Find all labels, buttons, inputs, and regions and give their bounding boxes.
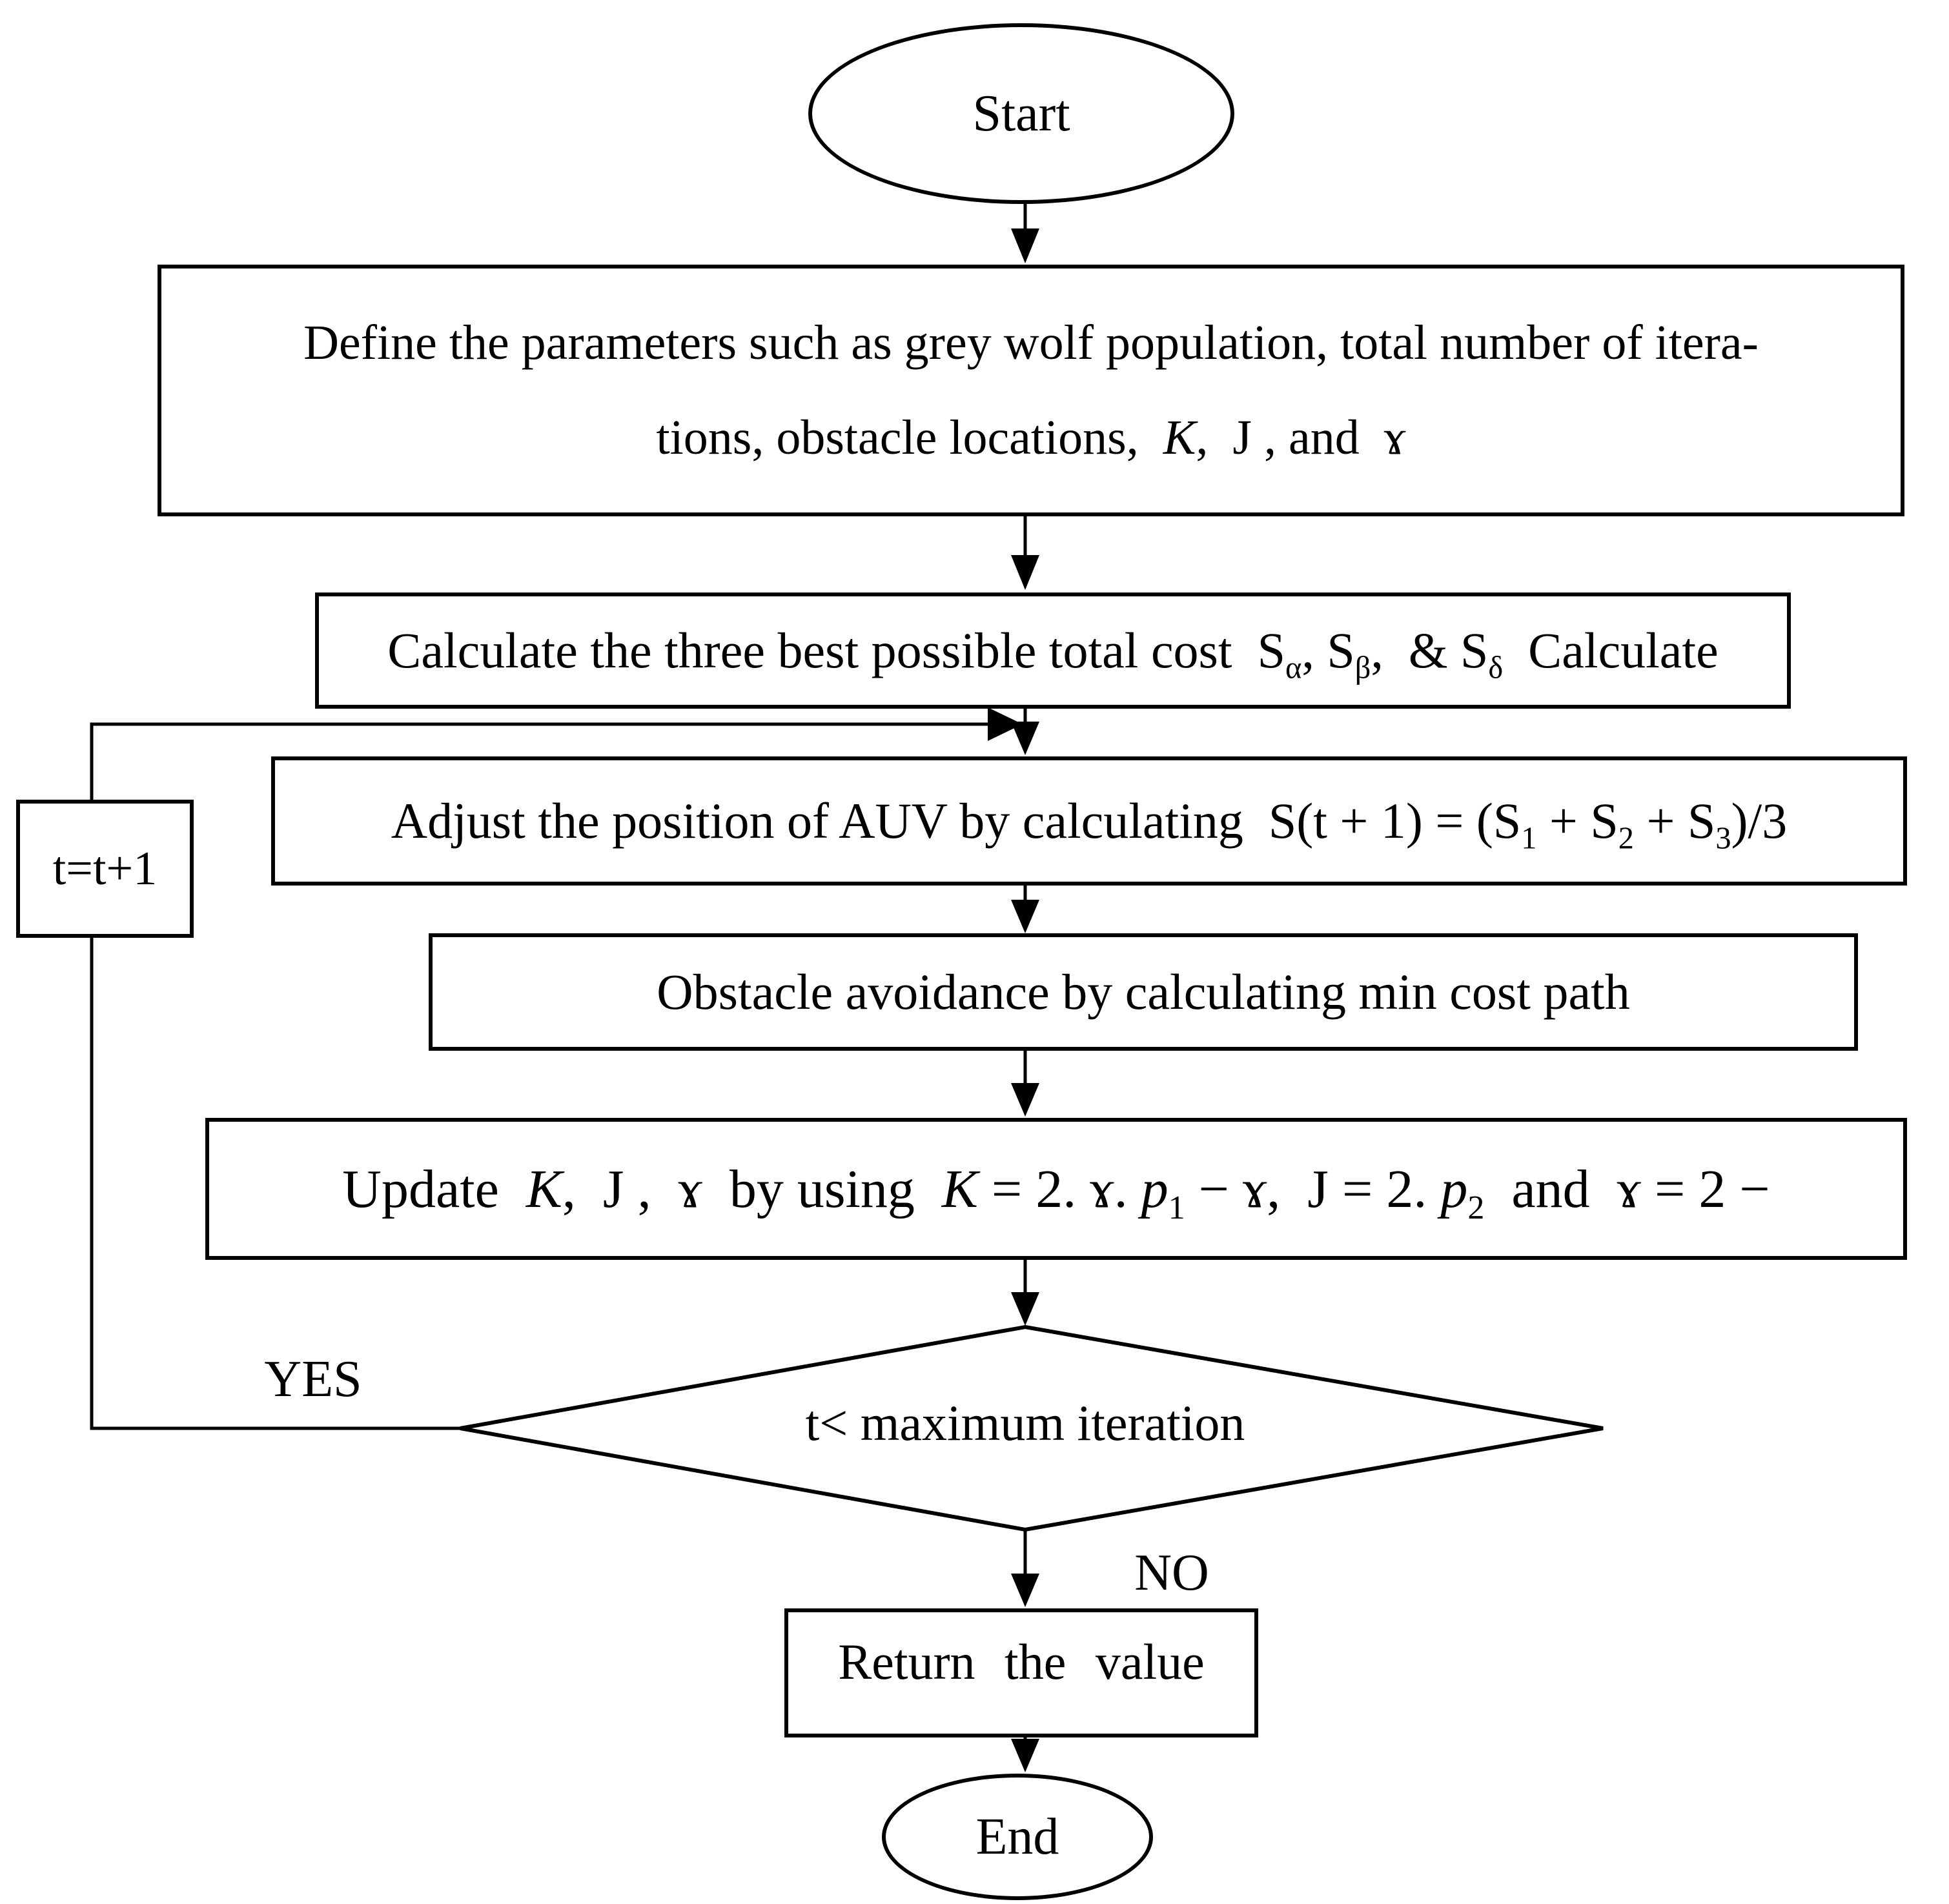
arrowhead-return-to-end <box>1011 1739 1039 1772</box>
yes-branch-label: YES <box>264 1351 362 1408</box>
calculate-cost-label: Calculate the three best possible total … <box>387 622 1719 685</box>
arrowhead-obstacle-to-update <box>1011 1083 1039 1117</box>
update-parameters-box: Update K, J , ɤ by using K = 2. ɤ. p1 − … <box>205 1118 1907 1260</box>
arrowhead-decision-to-return <box>1011 1574 1039 1607</box>
start-terminator: Start <box>808 23 1234 204</box>
define-parameters-line1: Define the parameters such as grey wolf … <box>303 316 1759 370</box>
update-parameters-label: Update K, J , ɤ by using K = 2. ɤ. p1 − … <box>342 1159 1770 1226</box>
yes-loop-line <box>90 722 989 1430</box>
decision-diamond-shape <box>460 1324 1604 1532</box>
adjust-position-label: Adjust the position of AUV by calculatin… <box>391 793 1788 856</box>
increment-box: t=t+1 <box>16 800 194 938</box>
arrowhead-adjust-to-obstacle <box>1011 900 1039 933</box>
start-label: Start <box>972 85 1070 142</box>
define-parameters-line2: tions, obstacle locations, K, J , and ɤ <box>656 410 1406 465</box>
return-value-box: Return the value <box>784 1608 1258 1737</box>
arrowhead-update-to-decision <box>1011 1292 1039 1326</box>
arrowhead-define-to-calculate <box>1011 555 1039 590</box>
obstacle-avoidance-label: Obstacle avoidance by calculating min co… <box>657 964 1630 1020</box>
increment-label: t=t+1 <box>52 842 158 895</box>
return-value-label: Return the value <box>838 1634 1205 1690</box>
end-terminator: End <box>882 1774 1153 1900</box>
no-branch-label: NO <box>1134 1544 1209 1601</box>
adjust-position-box: Adjust the position of AUV by calculatin… <box>271 756 1907 886</box>
arrowhead-start-to-define <box>1011 228 1039 263</box>
yes-loop-arrowhead <box>988 707 1023 741</box>
decision-label: t< maximum iteration <box>805 1395 1245 1451</box>
define-parameters-box: Define the parameters such as grey wolf … <box>158 265 1904 516</box>
calculate-cost-box: Calculate the three best possible total … <box>315 592 1791 709</box>
arrowhead-calculate-to-adjust <box>1011 722 1039 755</box>
end-label: End <box>975 1808 1059 1865</box>
obstacle-avoidance-box: Obstacle avoidance by calculating min co… <box>429 933 1858 1051</box>
